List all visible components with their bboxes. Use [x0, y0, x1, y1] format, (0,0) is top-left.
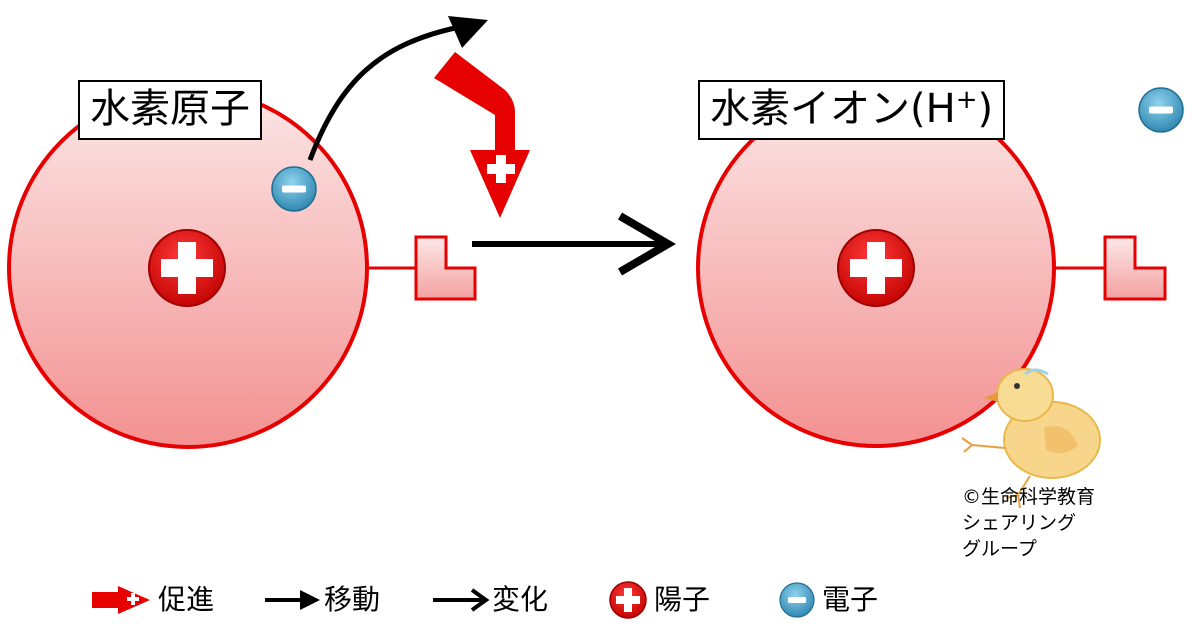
binding-site-shape [1103, 235, 1167, 301]
credit-line: シェアリング [962, 512, 1077, 534]
electron-movement-arrow [307, 25, 456, 161]
legend-promote-label: 促進 [158, 583, 215, 616]
legend-change-label: 変化 [492, 583, 549, 616]
legend-promote-icon [92, 586, 150, 614]
proton-icon [837, 229, 915, 307]
credit-text: ©生命科学教育 シェアリング グループ [962, 484, 1095, 562]
atom-label-text: 水素原子 [90, 86, 250, 132]
binding-site-shape [414, 235, 477, 301]
ion-label-prefix: 水素イオン(H [710, 86, 956, 132]
credit-line: ©生命科学教育 [962, 486, 1096, 508]
legend-move-icon [265, 590, 320, 610]
legend-change-icon [433, 588, 490, 612]
legend-move-label: 移動 [324, 583, 381, 616]
promotion-arrow [434, 52, 530, 218]
electron-icon [271, 166, 317, 212]
legend-proton-icon [609, 581, 647, 619]
change-arrow [472, 212, 676, 276]
chick-illustration [961, 368, 1101, 509]
legend-electron-icon [779, 582, 815, 618]
hydrogen-ion [696, 88, 1167, 448]
legend-electron-label: 電子 [822, 583, 879, 616]
legend-proton-label: 陽子 [654, 583, 711, 616]
ion-label-superscript: + [955, 85, 978, 115]
hydrogen-atom [7, 87, 477, 449]
arrow-head [448, 16, 488, 48]
credit-line: グループ [962, 538, 1037, 560]
proton-icon [148, 229, 226, 307]
ion-label: 水素イオン(H+) [698, 80, 1006, 140]
ion-label-suffix: ) [977, 86, 994, 132]
atom-label: 水素原子 [78, 80, 262, 140]
electron-icon [1138, 87, 1184, 133]
